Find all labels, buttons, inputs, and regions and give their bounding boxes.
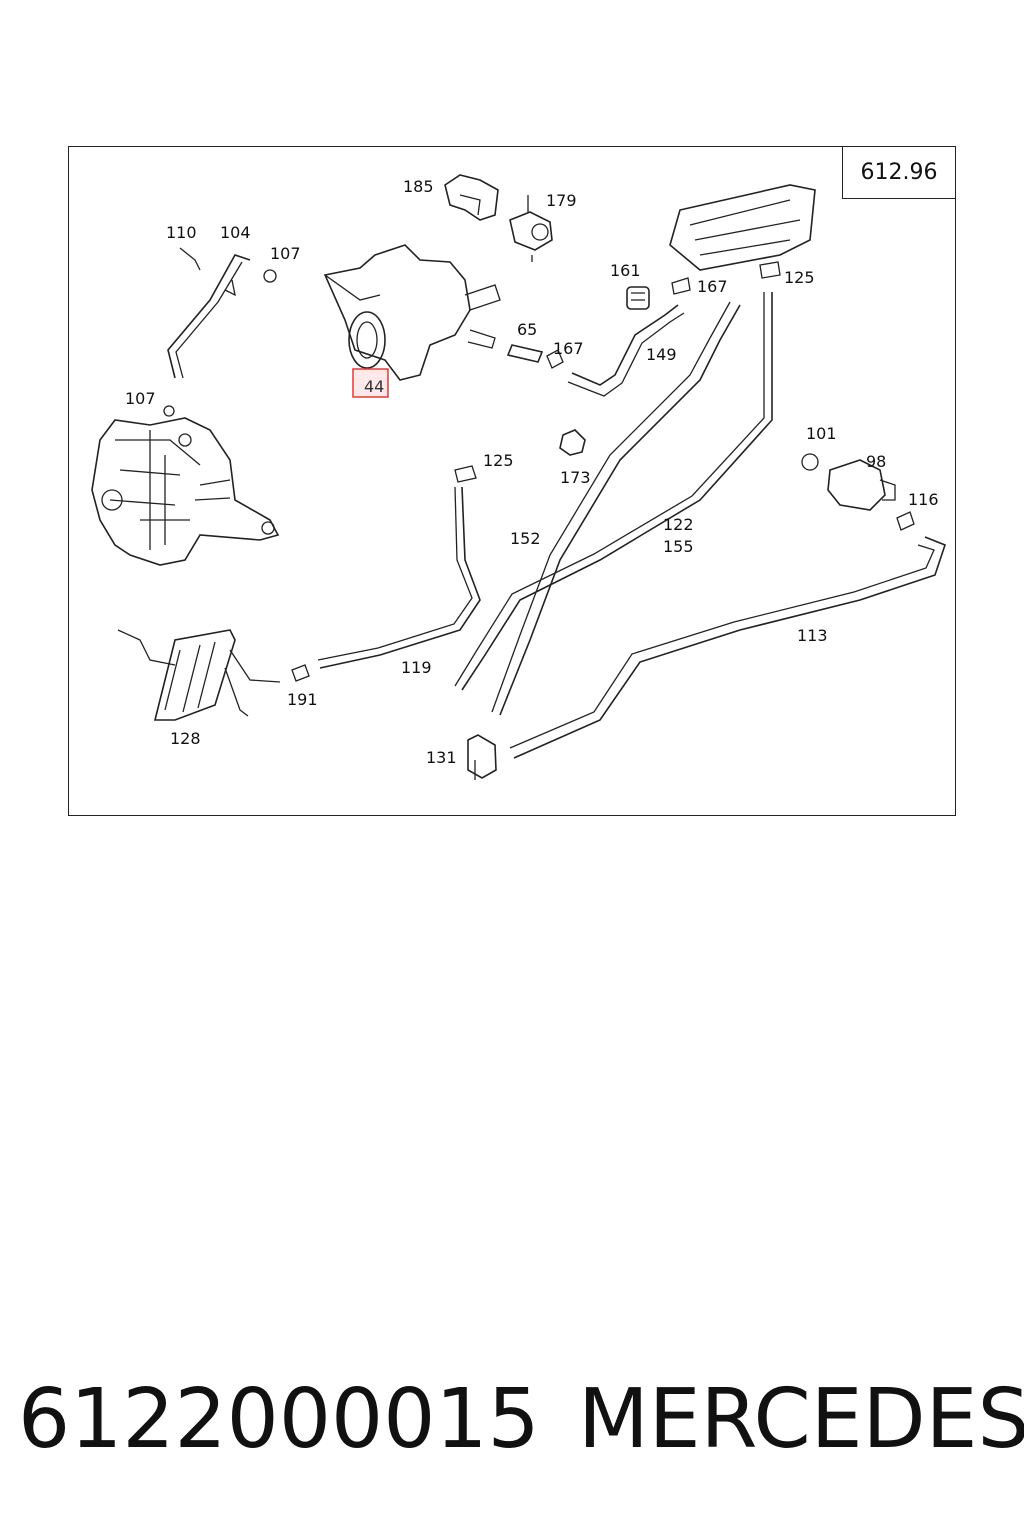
callout-113: 113 xyxy=(797,626,828,645)
part-128-cooler xyxy=(117,629,281,721)
diagram-reference: 612.96 xyxy=(860,160,938,185)
part-167-clamp-a xyxy=(546,349,564,369)
callout-125-a: 125 xyxy=(784,268,815,287)
diagram-reference-box: 612.96 xyxy=(842,146,956,199)
callout-167-b: 167 xyxy=(553,339,584,358)
callout-191: 191 xyxy=(287,690,318,709)
callout-110: 110 xyxy=(166,223,197,242)
part-65-sleeve xyxy=(506,344,544,363)
callout-65: 65 xyxy=(517,320,537,339)
callout-155: 155 xyxy=(663,537,694,556)
callout-107-a: 107 xyxy=(270,244,301,263)
callout-185: 185 xyxy=(403,177,434,196)
callout-149: 149 xyxy=(646,345,677,364)
callout-122: 122 xyxy=(663,515,694,534)
callout-167-a: 167 xyxy=(697,277,728,296)
part-122-155-hose xyxy=(491,301,741,716)
callout-179: 179 xyxy=(546,191,577,210)
part-179-sensor xyxy=(509,195,553,262)
part-101-washer xyxy=(801,453,819,471)
part-152-hose xyxy=(454,292,773,691)
top-cooler-drawing xyxy=(669,184,816,295)
callout-131: 131 xyxy=(426,748,457,767)
exploded-parts-diagram: 185 179 110 104 107 161 167 125 65 167 1… xyxy=(91,174,946,780)
part-98-valve xyxy=(827,459,896,511)
part-number: 6122000015 xyxy=(18,1372,540,1467)
part-104-line xyxy=(163,247,277,417)
callout-116: 116 xyxy=(908,490,939,509)
callout-173: 173 xyxy=(560,468,591,487)
part-113-hose xyxy=(509,536,946,759)
callout-152: 152 xyxy=(510,529,541,548)
diagram-frame xyxy=(68,146,956,816)
part-131-clip xyxy=(467,734,497,780)
callout-128: 128 xyxy=(170,729,201,748)
callout-161: 161 xyxy=(610,261,641,280)
callout-119: 119 xyxy=(401,658,432,677)
part-116-clamp xyxy=(896,511,915,531)
callout-125-b: 125 xyxy=(483,451,514,470)
part-149-hose xyxy=(567,304,685,397)
engine-block-drawing xyxy=(91,417,280,566)
callout-104: 104 xyxy=(220,223,251,242)
part-119-hose xyxy=(317,465,481,669)
brand-name: MERCEDES xyxy=(578,1372,1024,1467)
part-191-clamp xyxy=(291,664,310,682)
callout-98: 98 xyxy=(866,452,886,471)
part-185-clip xyxy=(444,174,499,221)
highlight-box-44 xyxy=(352,368,389,398)
part-161-ring xyxy=(626,286,650,310)
part-173-clip xyxy=(559,429,586,456)
callout-101: 101 xyxy=(806,424,837,443)
callout-44: 44 xyxy=(364,377,384,396)
part-44-housing xyxy=(323,244,501,381)
callout-107-b: 107 xyxy=(125,389,156,408)
footer: 6122000015 MERCEDES xyxy=(0,1370,1024,1470)
